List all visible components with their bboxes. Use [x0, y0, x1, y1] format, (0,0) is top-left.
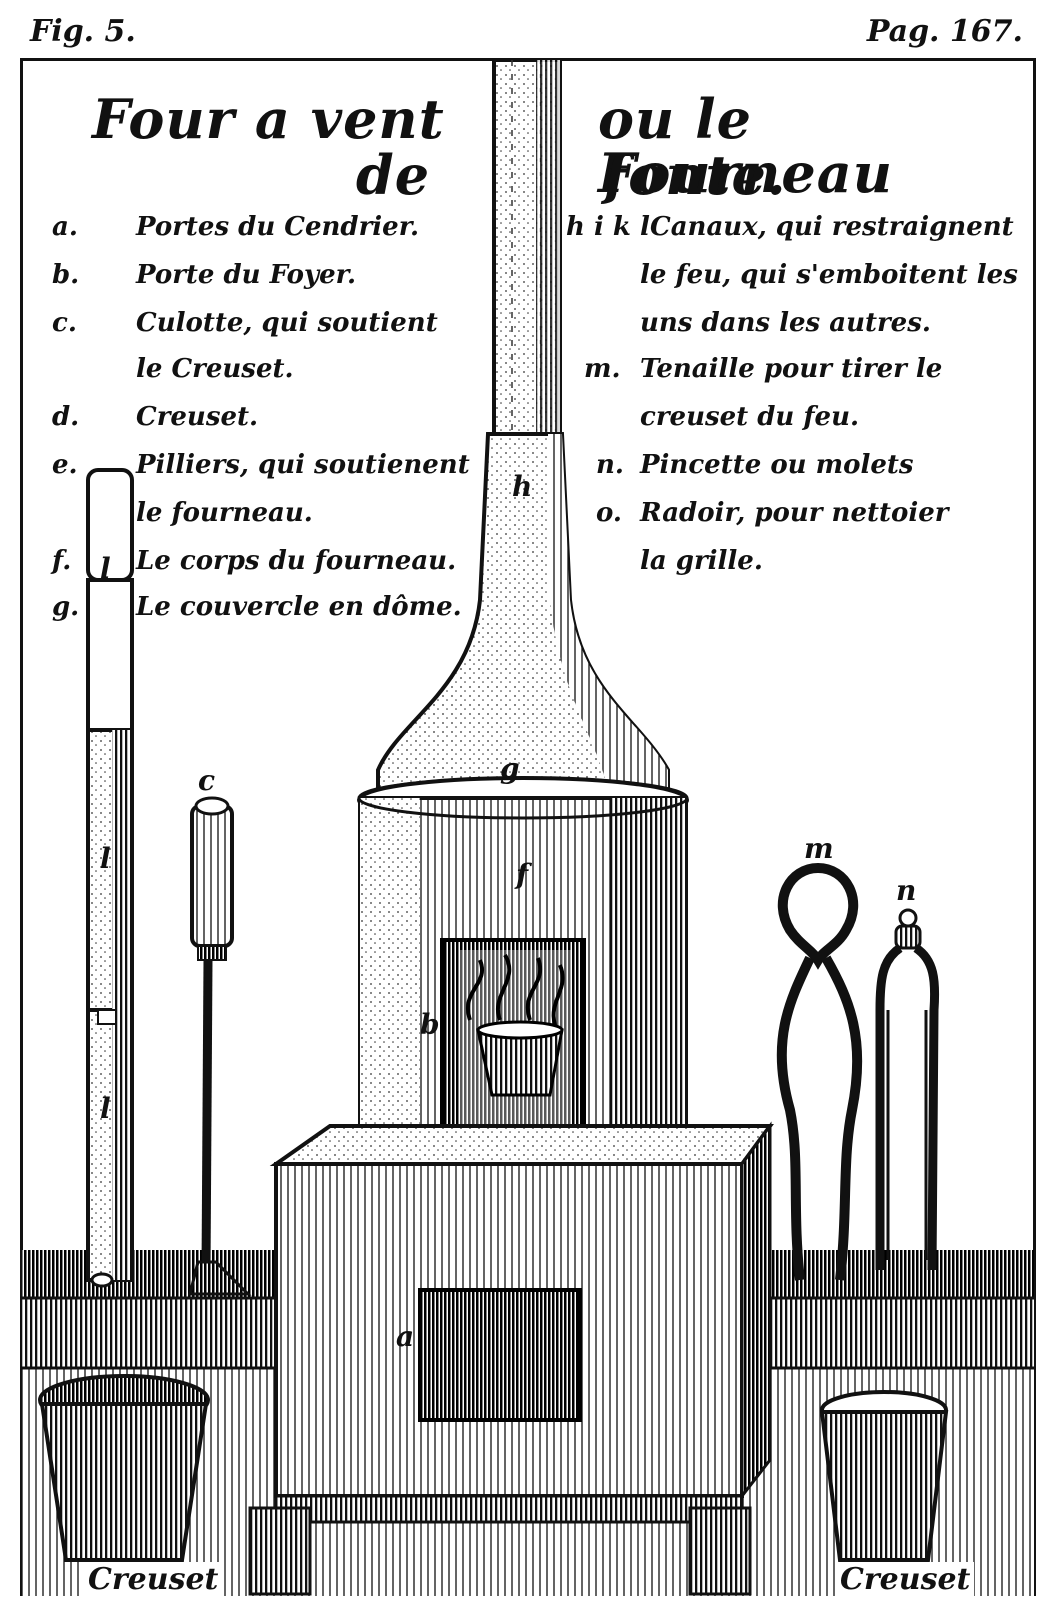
- legend-text: Creuset.: [136, 402, 259, 432]
- legend-key: b.: [52, 260, 80, 290]
- legend-key: g.: [52, 592, 80, 622]
- legend-text: Le couvercle en dôme.: [136, 592, 462, 622]
- title-part-4: fonte.: [604, 143, 787, 207]
- legend-key: n.: [596, 450, 624, 480]
- crucible-label-right: Creuset: [836, 1562, 975, 1597]
- legend-key: e.: [52, 450, 78, 480]
- legend-text: Tenaille pour tirer le: [640, 354, 943, 384]
- legend-text: Radoir, pour nettoier: [640, 498, 949, 528]
- figure-letter-a: a: [396, 1320, 415, 1353]
- title-part-1: Four a vent: [92, 87, 445, 151]
- title-part-2: ou le Fourneau: [598, 87, 893, 205]
- legend-text: uns dans les autres.: [640, 308, 931, 338]
- legend-text: le fourneau.: [136, 498, 313, 528]
- crucible-label-left: Creuset: [84, 1562, 223, 1597]
- figure-letter-b: b: [420, 1008, 440, 1041]
- legend-key: f.: [52, 546, 72, 576]
- figure-letter-m: m: [804, 832, 834, 865]
- furnace-base: [248, 1121, 774, 1596]
- figure-number: Fig. 5.: [30, 14, 136, 49]
- legend-text: creuset du feu.: [640, 402, 860, 432]
- pipe-sections: [86, 468, 134, 1288]
- chimney-pipe: [492, 58, 562, 436]
- fire-door: [440, 938, 586, 1134]
- figure-letter-c: c: [198, 764, 216, 797]
- figure-letter-n: n: [896, 874, 917, 907]
- legend-text: le feu, qui s'emboitent les: [640, 260, 1018, 290]
- legend-text: Le corps du fourneau.: [136, 546, 457, 576]
- legend-key: d.: [52, 402, 80, 432]
- legend-text: le Creuset.: [136, 354, 294, 384]
- legend-key: h i k l: [566, 212, 650, 242]
- figure-letter-l: l: [100, 842, 111, 875]
- figure-letter-g: g: [500, 752, 520, 785]
- figure-letter-h: h: [512, 470, 533, 503]
- pincers-tool: [875, 908, 940, 1271]
- crucible-right: [819, 1390, 949, 1562]
- legend-key: m.: [584, 354, 621, 384]
- figure-letter-f: f: [516, 858, 529, 891]
- legend-text: la grille.: [640, 546, 763, 576]
- legend-key: a.: [52, 212, 78, 242]
- page-number: Pag. 167.: [866, 14, 1023, 49]
- crucible-left: [38, 1374, 210, 1562]
- legend-text: Canaux, qui restraignent: [650, 212, 1014, 242]
- legend-text: Pilliers, qui soutienent: [136, 450, 470, 480]
- legend-text: Pincette ou molets: [640, 450, 914, 480]
- title-part-3: de: [356, 143, 431, 207]
- figure-letter-l: l: [100, 1092, 111, 1125]
- legend-text: Porte du Foyer.: [136, 260, 357, 290]
- legend-key: c.: [52, 308, 77, 338]
- legend-key: o.: [596, 498, 622, 528]
- figure-letter-l: l: [100, 552, 111, 585]
- rake-tool: [188, 796, 252, 1296]
- legend-text: Culotte, qui soutient: [136, 308, 438, 338]
- legend-text: Portes du Cendrier.: [136, 212, 420, 242]
- tongs-tool: [776, 862, 863, 1281]
